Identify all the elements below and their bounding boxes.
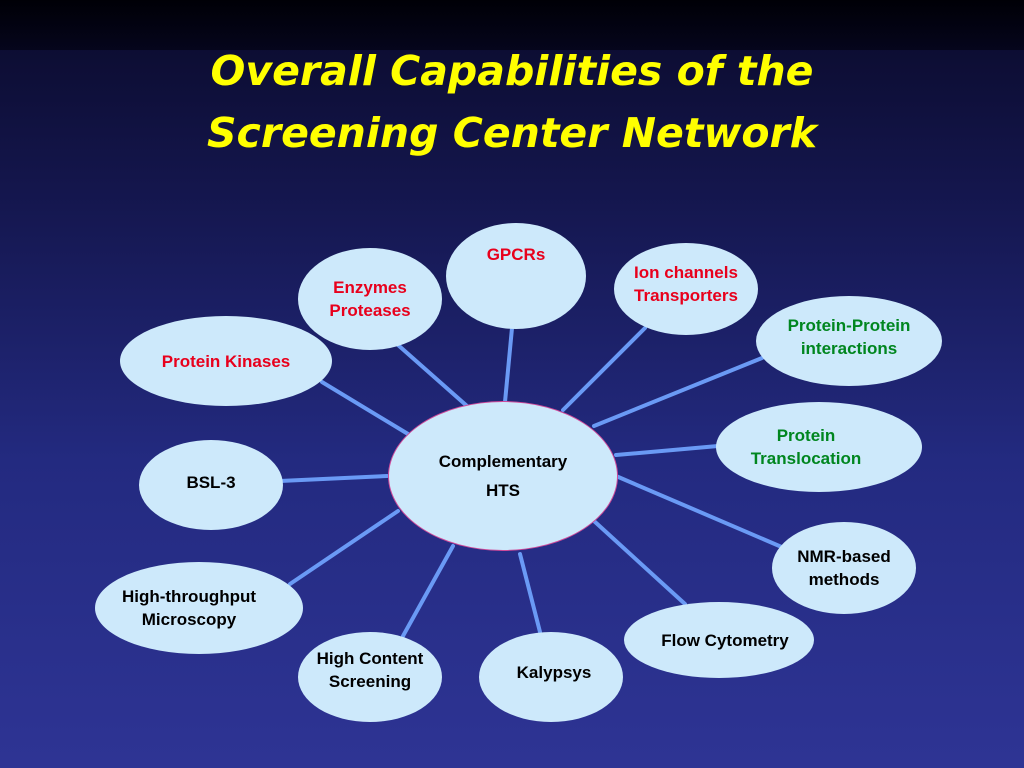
node-high-content-screening: High Content Screening [298,632,442,722]
node-enzymes-line-2: Proteases [329,301,411,320]
link-kalypsys [518,552,542,634]
link-translocation [614,444,720,457]
node-high-throughput-microscopy: High-throughput Microscopy [95,562,303,654]
top-band [0,0,1024,50]
link-enzymes [396,343,469,408]
link-microscopy [288,509,400,586]
node-enzymes-line-1: Enzymes [333,278,407,297]
node-ion-channels-transporters: Ion channels Transporters [614,243,758,335]
node-gpcrs-label: GPCRs [486,244,546,264]
node-bsl-3-label: BSL-3 [186,472,236,492]
center-node-complementary-hts: Complementary HTS [388,401,618,551]
node-translocation-line-1: Protein [776,426,836,445]
link-hcs [401,544,455,638]
node-nmr-line-1: NMR-based [797,547,891,566]
link-flow [592,519,687,606]
node-ppi-line-1: Protein-Protein [787,316,911,335]
node-hcs-line-1: High Content [316,649,424,668]
node-protein-protein-interactions: Protein-Protein interactions [756,296,942,386]
node-bsl-3: BSL-3 [139,440,283,530]
link-gpcrs [503,326,514,404]
node-hcs-line-2: Screening [328,672,412,691]
node-nmr-based-methods: NMR-based methods [772,522,916,614]
link-nmr [614,474,786,550]
node-translocation-line-2: Translocation [750,449,862,468]
node-ion-channels-line-1: Ion channels [634,263,738,282]
node-ppi-line-2: interactions [800,339,898,358]
title-line-2: Screening Center Network [207,109,817,157]
node-flow-cytometry: Flow Cytometry [624,602,814,678]
node-microscopy-line-1: High-throughput [121,587,257,606]
node-ion-channels-line-2: Transporters [634,286,738,305]
center-node-line-2: HTS [486,481,520,500]
link-protein-kinases [320,380,410,436]
node-nmr-line-2: methods [808,570,880,589]
node-gpcrs: GPCRs [446,223,586,329]
link-bsl3 [278,474,389,483]
node-protein-kinases: Protein Kinases [120,316,332,406]
node-protein-translocation: Protein Translocation [716,402,922,492]
node-flow-label: Flow Cytometry [661,630,789,650]
node-kalypsys-label: Kalypsys [516,662,592,682]
node-enzymes-proteases: Enzymes Proteases [298,248,442,350]
node-microscopy-line-2: Microscopy [141,610,237,629]
node-kalypsys: Kalypsys [479,632,623,722]
node-protein-kinases-label: Protein Kinases [161,351,291,371]
link-ppi [592,356,764,428]
title-line-1: Overall Capabilities of the [210,47,814,95]
center-node-line-1: Complementary [438,452,568,471]
link-ion-channels [561,326,647,412]
slide-title: Overall Capabilities of the Screening Ce… [0,40,1024,164]
